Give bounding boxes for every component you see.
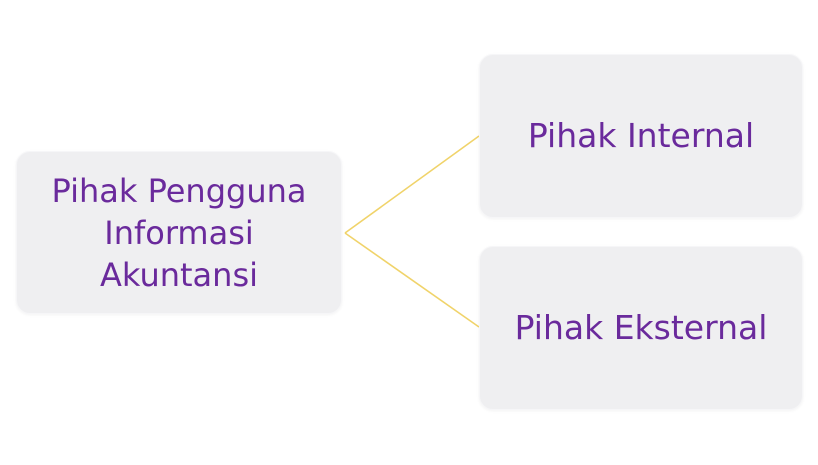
connector-line-internal: [344, 135, 480, 234]
child-node-internal: Pihak Internal: [479, 54, 803, 218]
child-node-eksternal: Pihak Eksternal: [479, 246, 803, 410]
connector-line-eksternal: [344, 232, 480, 328]
child-node-internal-label: Pihak Internal: [527, 116, 755, 155]
child-node-eksternal-label: Pihak Eksternal: [514, 308, 768, 347]
root-node: Pihak Pengguna Informasi Akuntansi: [16, 151, 342, 314]
root-node-label: Pihak Pengguna Informasi Akuntansi: [51, 171, 307, 294]
